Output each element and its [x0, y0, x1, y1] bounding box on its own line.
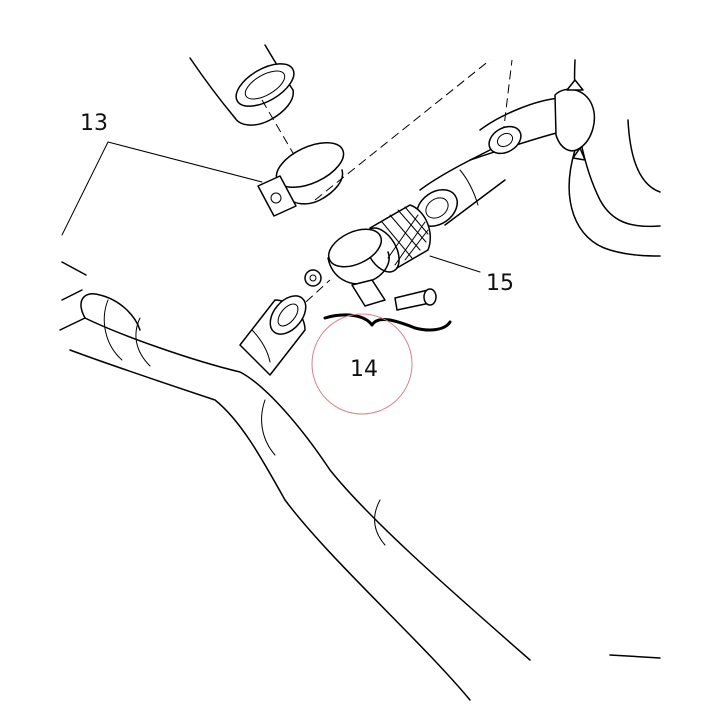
callout-14: 14: [350, 357, 378, 382]
callout-13: 13: [80, 111, 108, 136]
clamp-14: [304, 228, 437, 311]
right-pipe: [568, 59, 661, 659]
gasket-15: [364, 204, 431, 273]
elbow-joint: [469, 79, 596, 161]
slip-joint-end: [239, 295, 307, 376]
callout-15: 15: [486, 271, 514, 296]
upper-pipe-end: [189, 44, 295, 126]
highlight-circle: [311, 313, 413, 415]
connector-pipe: [416, 149, 506, 227]
callout-leaders: [61, 141, 481, 332]
header-pipe: [59, 261, 531, 701]
clamp-13: [257, 141, 345, 217]
